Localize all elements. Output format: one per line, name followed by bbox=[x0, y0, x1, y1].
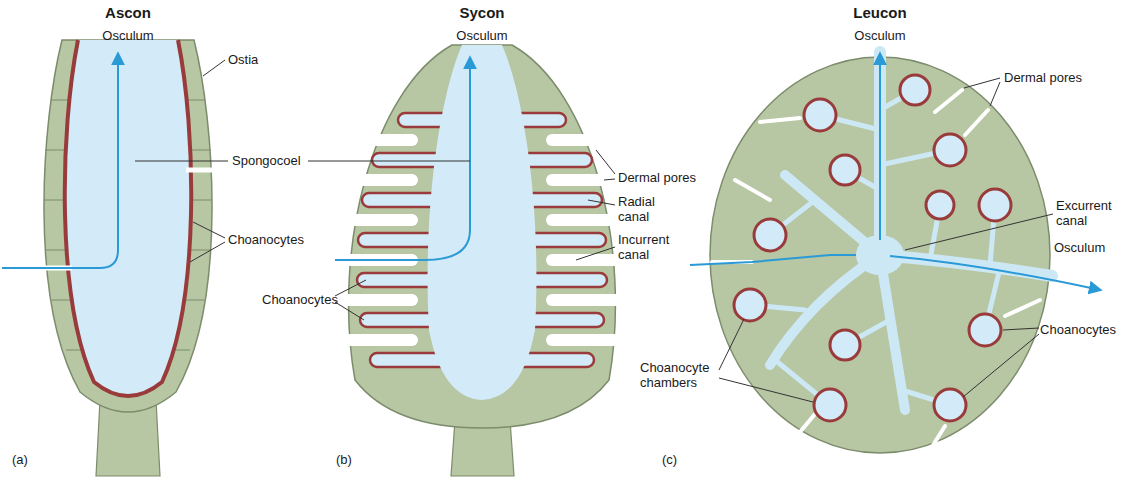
water-flow-arrow bbox=[690, 255, 856, 265]
choanocyte-chamber bbox=[804, 99, 836, 131]
incurrent-canal bbox=[546, 174, 630, 186]
part-label: Osculum bbox=[840, 28, 920, 43]
choanocyte-chamber bbox=[814, 389, 846, 421]
ascon-body bbox=[44, 40, 212, 412]
water-flow-arrow bbox=[335, 58, 470, 260]
panel-title: Ascon bbox=[73, 4, 183, 22]
incurrent-canal bbox=[546, 134, 630, 146]
incurrent-canal bbox=[334, 174, 418, 186]
part-label: Choanocytes bbox=[228, 232, 318, 247]
part-label: Choanocyte chambers bbox=[640, 360, 716, 390]
part-label: Osculum bbox=[88, 28, 168, 43]
choanocyte-chamber bbox=[830, 155, 860, 185]
ascon-body bbox=[40, 170, 216, 268]
incurrent-canal bbox=[334, 334, 418, 346]
incurrent-canal bbox=[334, 294, 418, 306]
panel-letter: (c) bbox=[662, 452, 702, 467]
excurrent-canal bbox=[874, 52, 886, 255]
sycon-body bbox=[349, 45, 616, 428]
ascon-body bbox=[65, 40, 191, 396]
part-label: Excurrent canal bbox=[1056, 198, 1118, 228]
water-flow-arrow bbox=[890, 256, 1100, 290]
incurrent-canal bbox=[546, 334, 630, 346]
choanocyte-chamber bbox=[934, 389, 966, 421]
choanocyte-chamber bbox=[734, 289, 766, 321]
excurrent-canal bbox=[880, 255, 905, 410]
choanocyte-chamber bbox=[830, 330, 860, 360]
excurrent-canal bbox=[770, 255, 880, 365]
part-label: Choanocytes bbox=[262, 292, 342, 307]
incurrent-canal bbox=[334, 214, 418, 226]
excurrent-canal bbox=[750, 52, 1052, 410]
spongocoel bbox=[428, 45, 537, 400]
part-label: Radial canal bbox=[618, 194, 678, 224]
choanocyte-chamber bbox=[900, 75, 930, 105]
incurrent-canal bbox=[546, 214, 630, 226]
panel-letter: (a) bbox=[12, 452, 52, 467]
part-label: Osculum bbox=[442, 28, 522, 43]
incurrent-canal bbox=[546, 294, 630, 306]
panel-letter: (b) bbox=[336, 452, 376, 467]
part-label: Osculum bbox=[1054, 240, 1114, 255]
choanocyte-chamber bbox=[734, 75, 1011, 421]
choanocyte-chamber bbox=[926, 191, 954, 219]
water-flow-arrow bbox=[879, 54, 881, 240]
panel-title: Leucon bbox=[825, 4, 935, 22]
part-label: Dermal pores bbox=[618, 170, 700, 185]
choanocyte-chamber bbox=[979, 189, 1011, 221]
choanocyte-chamber bbox=[754, 219, 786, 251]
part-label: Choanocytes bbox=[1040, 322, 1116, 337]
incurrent-canal bbox=[334, 134, 418, 146]
excurrent-canal bbox=[856, 235, 904, 275]
part-label: Spongocoel bbox=[232, 153, 322, 168]
ascon-body bbox=[40, 40, 216, 476]
choanocyte-chamber bbox=[969, 314, 1001, 346]
part-label: Incurrent canal bbox=[618, 232, 680, 262]
leader-line bbox=[135, 60, 1053, 402]
panel-title: Sycon bbox=[427, 4, 537, 22]
water-flow-arrow bbox=[2, 54, 118, 268]
part-label: Ostia bbox=[228, 52, 288, 67]
part-label: Dermal pores bbox=[1004, 70, 1094, 85]
ascon-body bbox=[65, 40, 191, 396]
choanocyte-chamber bbox=[934, 134, 966, 166]
